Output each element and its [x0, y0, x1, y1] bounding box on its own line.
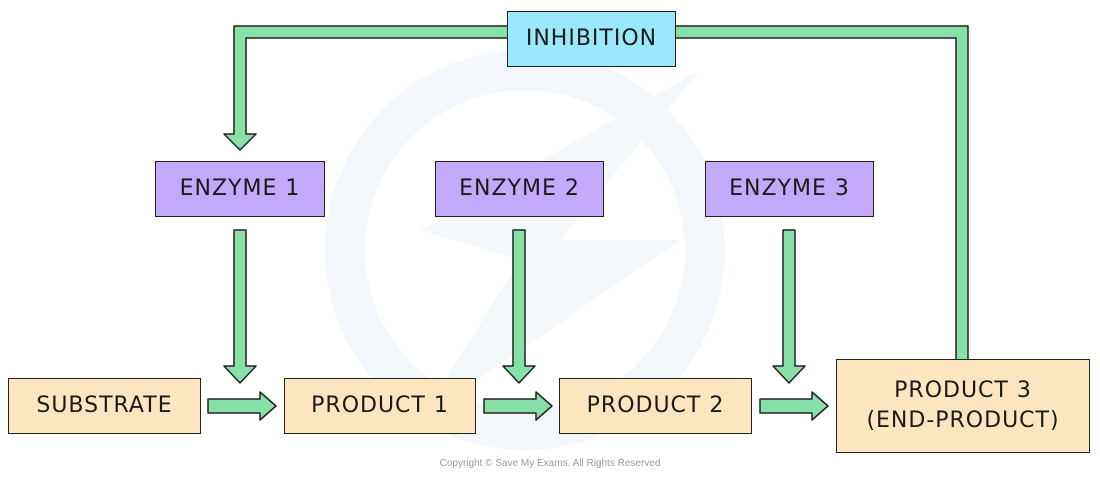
enzyme-1-label: ENZYME 1 [179, 176, 301, 202]
enzyme-2-label: ENZYME 2 [459, 176, 580, 202]
substrate-box: SUBSTRATE [8, 378, 201, 434]
product-3-end-product-box: PRODUCT 3 (END-PRODUCT) [836, 359, 1090, 453]
inhibition-box: INHIBITION [507, 11, 676, 67]
inhibition-feedback-arrow [223, 25, 969, 361]
product-2-box: PRODUCT 2 [559, 378, 752, 434]
enzyme-3-box: ENZYME 3 [705, 161, 874, 217]
enzyme-3-arrow [772, 229, 806, 384]
enzyme-2-box: ENZYME 2 [435, 161, 604, 217]
enzyme-2-arrow [502, 229, 536, 384]
watermark-logo-icon [325, 50, 725, 450]
copyright-notice: Copyright © Save My Exams. All Rights Re… [439, 458, 661, 469]
reaction-arrow-2 [483, 391, 553, 421]
product-3-label: PRODUCT 3 (END-PRODUCT) [866, 378, 1060, 433]
enzyme-1-arrow [223, 229, 257, 384]
product-1-label: PRODUCT 1 [311, 393, 449, 419]
reaction-arrow-3 [759, 391, 829, 421]
inhibition-label: INHIBITION [525, 26, 658, 52]
enzyme-1-box: ENZYME 1 [155, 161, 325, 217]
product-2-label: PRODUCT 2 [586, 393, 725, 419]
enzyme-3-label: ENZYME 3 [729, 176, 850, 202]
reaction-arrow-1 [207, 391, 277, 421]
product-1-box: PRODUCT 1 [284, 378, 476, 434]
substrate-label: SUBSTRATE [36, 393, 173, 419]
